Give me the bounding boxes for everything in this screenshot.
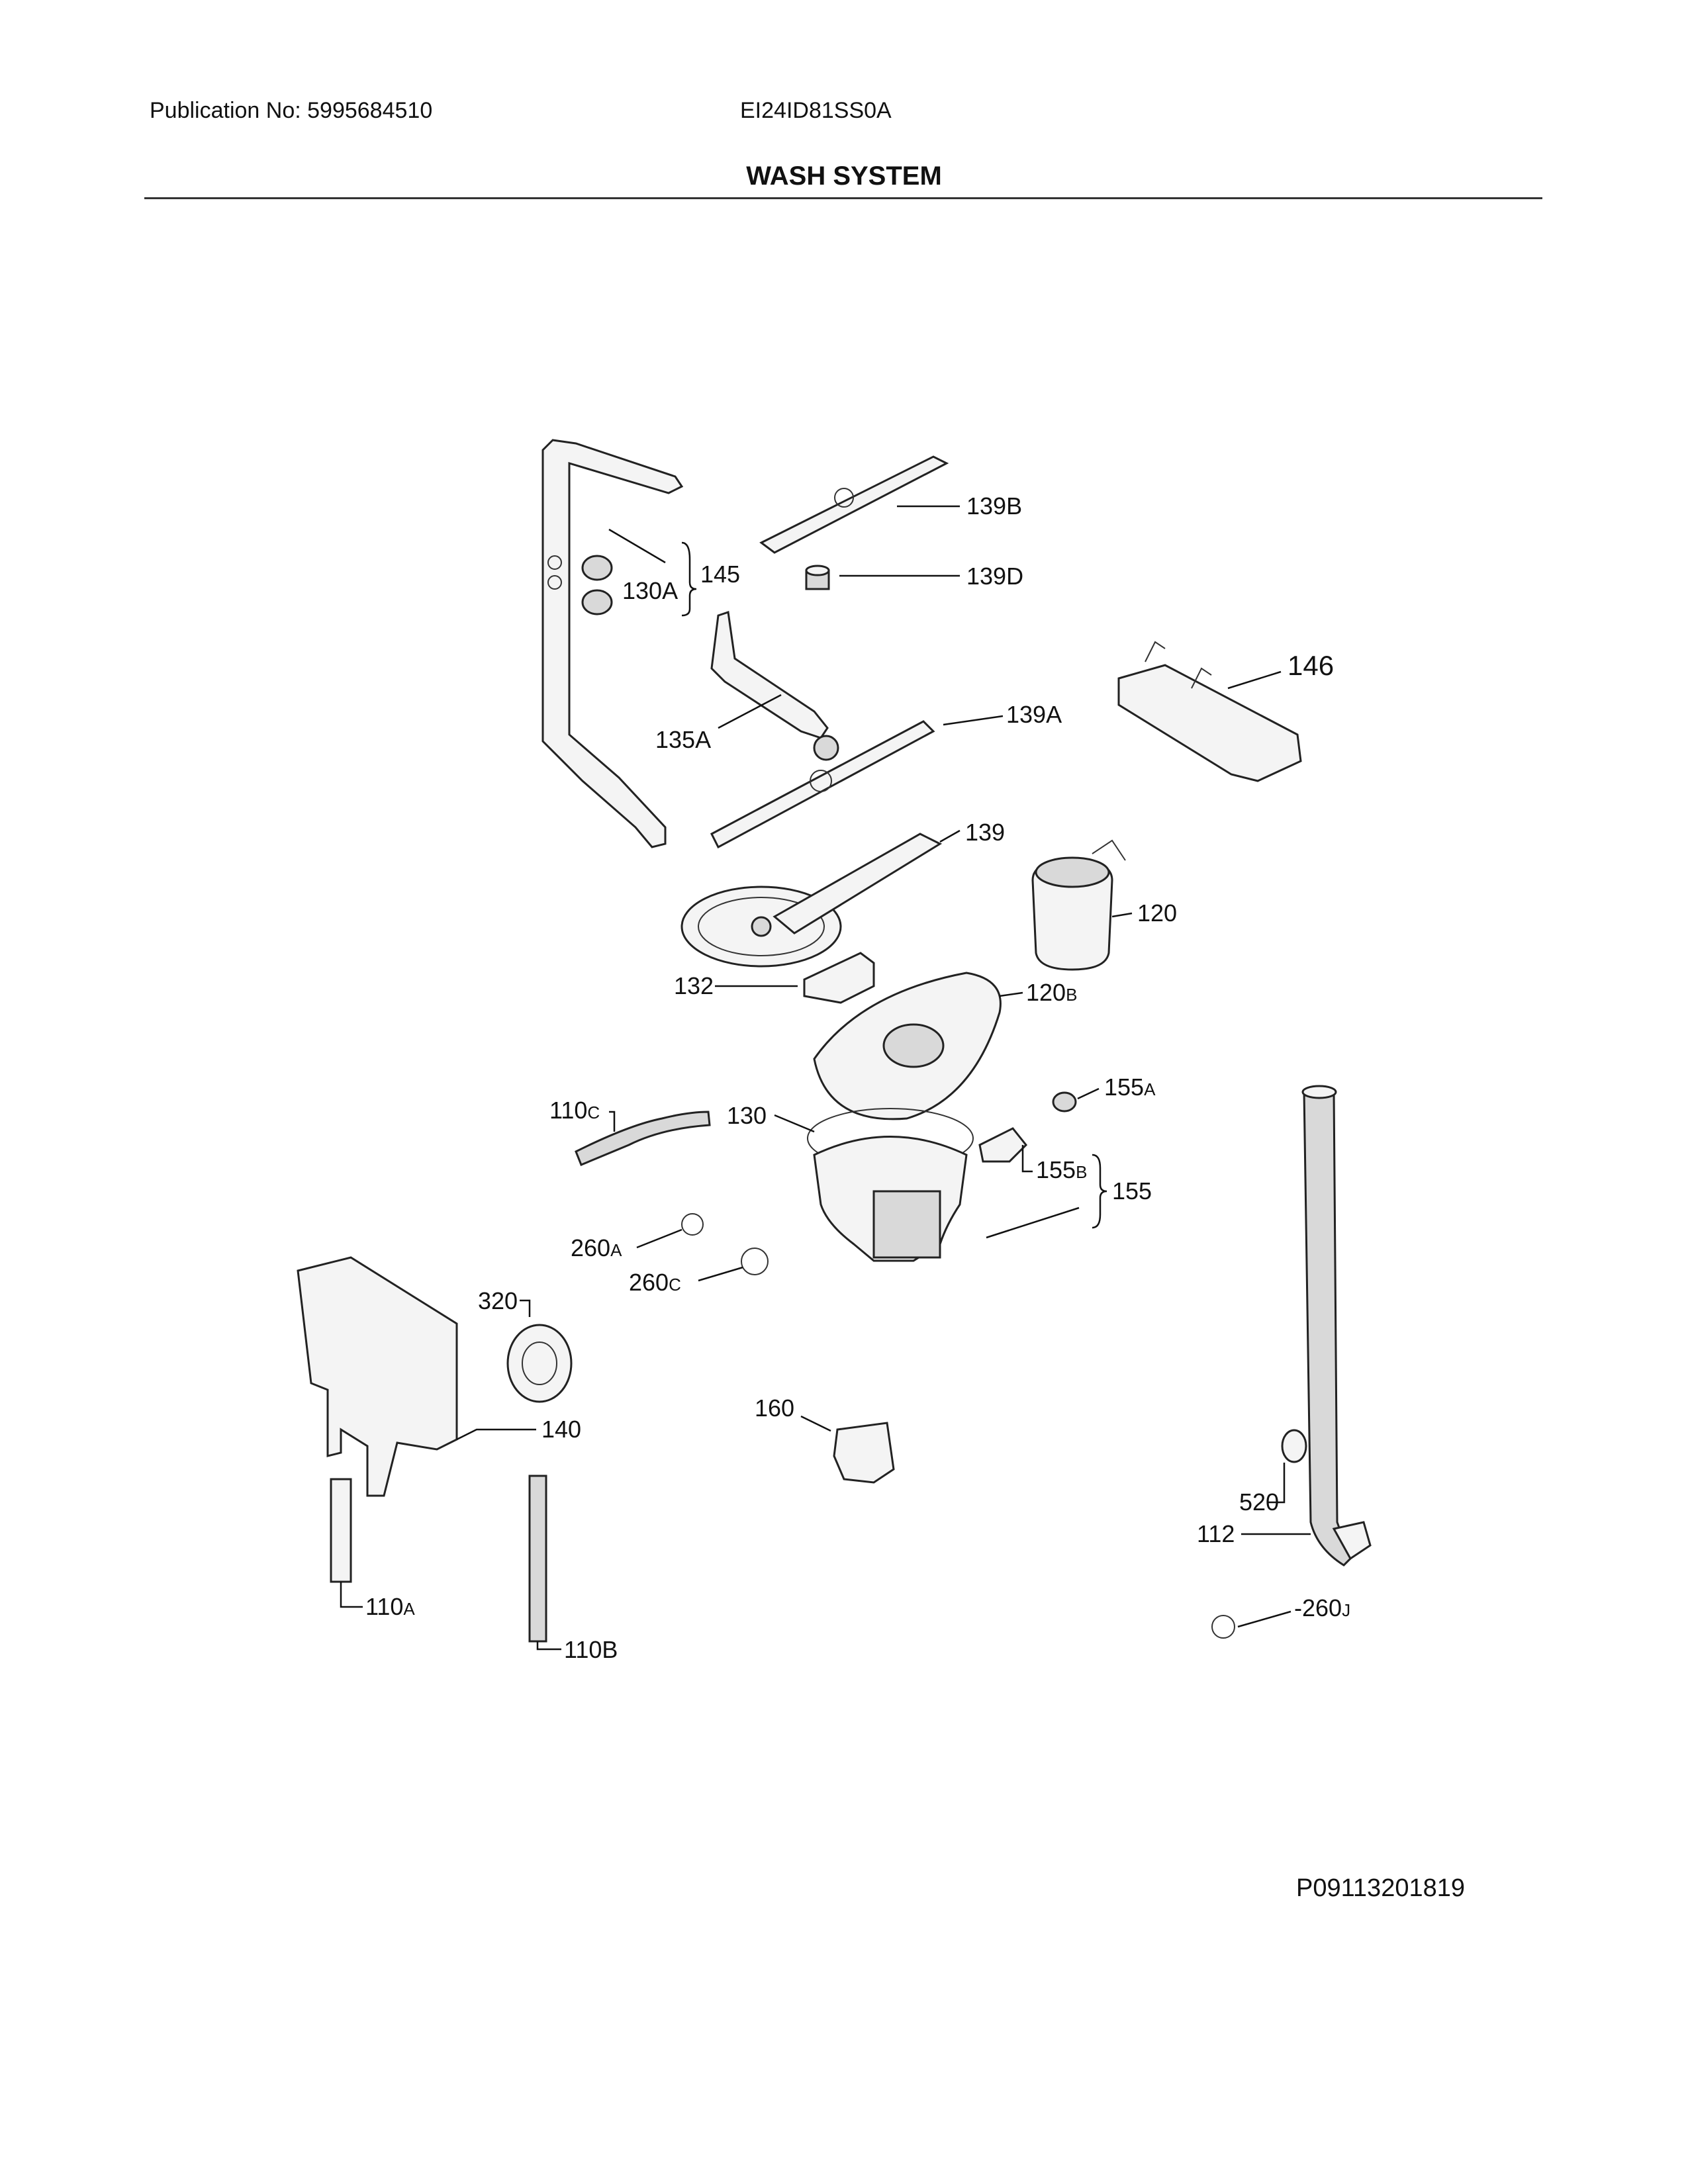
- label-120B: 120B: [1026, 979, 1077, 1006]
- part-260J-clamp: [1211, 1615, 1235, 1639]
- label-260C: 260C: [629, 1269, 681, 1296]
- label-155B: 155B: [1036, 1156, 1087, 1183]
- part-160-drain-pump: [833, 1422, 895, 1484]
- part-120B-filter-plate: [813, 972, 1002, 1120]
- label-139: 139: [965, 819, 1005, 846]
- part-130A-nozzles: [581, 555, 613, 615]
- label-110A: 110A: [365, 1593, 415, 1620]
- label-260J: -260J: [1294, 1594, 1350, 1621]
- part-155B-cover: [978, 1127, 1028, 1163]
- publication-number: Publication No: 5995684510: [150, 98, 433, 123]
- part-120-filter: [1031, 839, 1126, 971]
- part-155A-plug: [1052, 1091, 1077, 1113]
- part-135A-arm-support: [710, 611, 839, 761]
- label-110C: 110C: [549, 1097, 600, 1124]
- part-110C-hose: [575, 1111, 711, 1166]
- label-155: 155: [1112, 1177, 1152, 1205]
- header-divider: [144, 197, 1542, 199]
- label-135A: 135A: [655, 726, 711, 753]
- model-number: EI24ID81SS0A: [740, 98, 892, 123]
- label-146: 146: [1288, 650, 1334, 681]
- part-139B-upper-spray-arm: [759, 455, 949, 554]
- label-112: 112: [1197, 1520, 1235, 1547]
- part-320-gasket: [506, 1324, 573, 1403]
- label-320: 320: [478, 1287, 518, 1314]
- label-132: 132: [674, 972, 714, 999]
- leader-lines: [340, 505, 1311, 1651]
- part-132-diverter: [803, 952, 875, 1004]
- label-160: 160: [755, 1394, 794, 1422]
- label-520: 520: [1239, 1488, 1279, 1516]
- part-155-sump-assembly: [813, 1136, 968, 1262]
- part-139D-nut: [805, 565, 830, 590]
- diagram-code: P09113201819: [1296, 1874, 1465, 1902]
- label-120: 120: [1137, 899, 1177, 927]
- part-140-tank: [297, 1256, 458, 1497]
- part-145-supply-tube: [541, 439, 684, 848]
- part-labels: 139B 139D 145 130A 146 135A 139A 139 120…: [365, 492, 1350, 1663]
- page-title: WASH SYSTEM: [746, 161, 942, 191]
- label-139D: 139D: [966, 563, 1023, 590]
- part-110B-corrugated-hose: [528, 1475, 547, 1643]
- part-139-lower-spray-arm: [680, 833, 943, 968]
- part-110A-pipe: [330, 1478, 352, 1583]
- part-260A-clamp: [681, 1213, 704, 1236]
- label-145: 145: [700, 561, 740, 588]
- part-520-clip: [1281, 1429, 1307, 1463]
- part-146-wash-arm-holder: [1117, 641, 1302, 782]
- label-139A: 139A: [1006, 701, 1062, 728]
- label-155A: 155A: [1104, 1073, 1156, 1101]
- label-140: 140: [541, 1416, 581, 1443]
- label-139B: 139B: [966, 492, 1022, 520]
- part-112-drain-hose: [1301, 1085, 1372, 1567]
- label-130A: 130A: [622, 577, 678, 604]
- label-260A: 260A: [571, 1234, 622, 1261]
- label-130: 130: [727, 1102, 767, 1129]
- label-110B: 110B: [564, 1636, 618, 1663]
- part-139A-middle-spray-arm: [710, 720, 935, 849]
- part-260C-clamp: [741, 1248, 769, 1275]
